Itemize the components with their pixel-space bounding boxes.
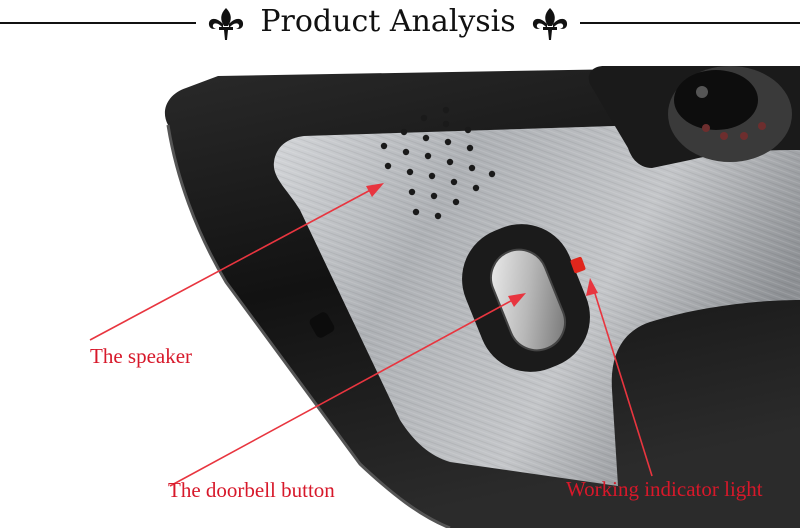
callout-indicator-light: Working indicator light: [566, 477, 763, 501]
page-title: Product Analysis: [260, 4, 516, 39]
fleur-de-lis-icon: [208, 8, 244, 40]
header-rule-right: [580, 22, 800, 24]
callout-speaker: The speaker: [90, 344, 193, 368]
housing-rim: [166, 124, 451, 528]
header-rule-left: [0, 22, 196, 24]
header: Product Analysis: [0, 0, 800, 48]
doorbell-button: [490, 248, 566, 352]
camera-lens: [674, 70, 758, 130]
callout-lines: [89, 185, 653, 487]
ir-leds: [702, 122, 766, 140]
speaker-grille: [380, 106, 496, 220]
housing-notch: [309, 312, 335, 338]
indicator-light: [570, 256, 586, 274]
callout-arrowheads: [366, 183, 598, 307]
callout-doorbell-button: The doorbell button: [168, 478, 335, 502]
fleur-de-lis-icon: [532, 8, 568, 40]
